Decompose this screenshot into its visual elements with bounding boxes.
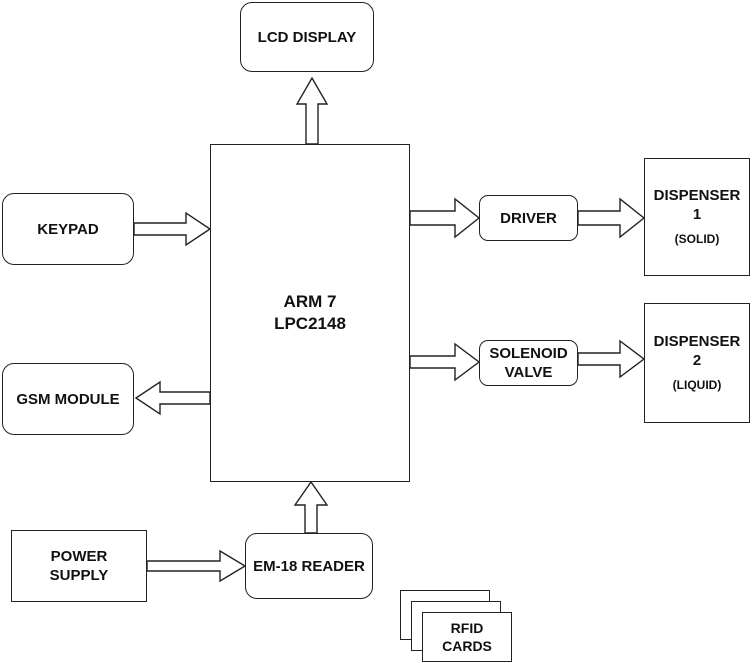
gsm-module-label: GSM MODULE xyxy=(16,390,120,408)
arm7-cpu-block: ARM 7 LPC2148 xyxy=(210,144,410,482)
arrow-cpu-to-lcd xyxy=(295,76,329,145)
dispenser1-label-line2: 1 xyxy=(692,205,702,223)
arrow-keypad-to-cpu xyxy=(133,211,212,247)
power-label-line1: POWER xyxy=(50,548,108,565)
valve-label-line2: VALVE xyxy=(504,364,553,381)
lcd-display-block: LCD DISPLAY xyxy=(240,2,374,72)
valve-label-line1: SOLENOID xyxy=(489,345,568,362)
rfid-label-line2: CARDS xyxy=(442,638,492,654)
dispenser1-label-line1: DISPENSER xyxy=(653,186,741,204)
dispenser-2-block: DISPENSER 2 (LIQUID) xyxy=(644,303,750,423)
arrow-power-to-reader xyxy=(146,549,247,583)
cpu-label-line1: ARM 7 xyxy=(283,292,337,311)
dispenser1-label-line3: (SOLID) xyxy=(674,231,720,246)
dispenser2-label-line2: 2 xyxy=(692,351,702,369)
driver-block: DRIVER xyxy=(479,195,578,241)
reader-label: EM-18 READER xyxy=(253,557,365,575)
driver-label: DRIVER xyxy=(500,209,557,227)
arrow-cpu-to-valve xyxy=(409,342,481,382)
arrow-cpu-to-driver xyxy=(409,197,481,239)
keypad-block: KEYPAD xyxy=(2,193,134,265)
power-label-line2: SUPPLY xyxy=(49,567,109,584)
arrow-valve-to-dispenser2 xyxy=(577,339,646,379)
arrow-reader-to-cpu xyxy=(293,480,329,534)
cpu-label-line2: LPC2148 xyxy=(274,314,346,333)
arrow-cpu-to-gsm xyxy=(134,380,211,416)
lcd-display-label: LCD DISPLAY xyxy=(257,28,357,46)
dispenser-1-block: DISPENSER 1 (SOLID) xyxy=(644,158,750,276)
keypad-label: KEYPAD xyxy=(37,220,99,238)
dispenser2-label-line1: DISPENSER xyxy=(653,332,741,350)
arrow-driver-to-dispenser1 xyxy=(577,197,646,239)
solenoid-valve-block: SOLENOID VALVE xyxy=(479,340,578,386)
gsm-module-block: GSM MODULE xyxy=(2,363,134,435)
rfid-cards-block: RFID CARDS xyxy=(422,612,512,662)
em18-reader-block: EM-18 READER xyxy=(245,533,373,599)
dispenser2-label-line3: (LIQUID) xyxy=(672,377,722,392)
rfid-label-line1: RFID xyxy=(450,620,484,636)
power-supply-block: POWER SUPPLY xyxy=(11,530,147,602)
